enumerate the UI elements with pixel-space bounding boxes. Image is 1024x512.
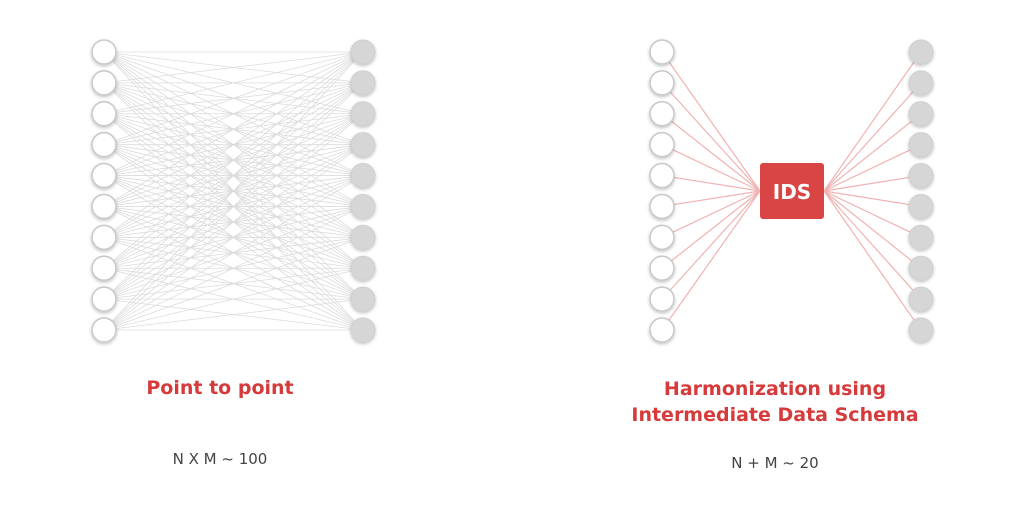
- mesh-connection-line: [103, 267, 364, 331]
- target-node: [908, 193, 934, 219]
- source-node: [649, 255, 675, 281]
- spoke-connection-line: [823, 190, 922, 208]
- point-to-point-connections: [103, 51, 364, 331]
- harmonization-title-line1: Harmonization using: [663, 378, 887, 400]
- target-node: [908, 39, 934, 65]
- spoke-connection-line: [823, 190, 922, 331]
- target-node: [350, 101, 376, 127]
- source-node: [91, 255, 117, 281]
- target-node: [908, 163, 934, 189]
- spoke-connection-line: [661, 51, 761, 192]
- spoke-connection-line: [661, 144, 761, 192]
- source-node: [91, 193, 117, 220]
- spoke-connection-line: [661, 190, 761, 300]
- spoke-connection-line: [823, 174, 922, 192]
- target-node: [350, 39, 376, 65]
- spoke-connection-line: [661, 190, 761, 238]
- source-node: [91, 39, 117, 65]
- mesh-connection-line: [103, 298, 364, 331]
- spoke-connection-line: [823, 51, 922, 192]
- mesh-connection-line: [103, 175, 364, 331]
- harmonization-formula: N + M ~ 20: [731, 454, 819, 472]
- hub-nodes: [649, 39, 934, 343]
- source-node: [91, 70, 117, 96]
- target-node: [908, 101, 934, 127]
- source-node: [649, 131, 675, 158]
- harmonization-title: Harmonization using Intermediate Data Sc…: [590, 376, 960, 428]
- target-node: [908, 70, 934, 96]
- mesh-connection-line: [103, 236, 364, 331]
- source-node: [649, 286, 675, 312]
- spoke-connection-line: [661, 190, 761, 269]
- target-node: [908, 255, 934, 281]
- spoke-connection-line: [823, 82, 922, 192]
- spoke-connection-line: [661, 174, 761, 192]
- mesh-connection-line: [103, 51, 364, 238]
- target-node: [350, 255, 376, 281]
- mesh-connection-line: [103, 144, 364, 331]
- mesh-connection-line: [103, 51, 364, 115]
- spoke-connection-line: [823, 190, 922, 269]
- source-node: [649, 317, 675, 343]
- target-node: [350, 132, 376, 158]
- ids-hub-label: IDS: [773, 180, 811, 204]
- source-node: [91, 224, 117, 251]
- source-node: [91, 131, 117, 158]
- hub-connections: [661, 51, 922, 331]
- spoke-connection-line: [661, 82, 761, 192]
- ids-hub-box: [760, 163, 824, 219]
- source-node: [649, 224, 675, 251]
- target-node: [908, 317, 934, 343]
- mesh-connection-line: [103, 51, 364, 146]
- mesh-connection-line: [103, 51, 364, 331]
- mesh-connection-line: [103, 206, 364, 331]
- mesh-connection-line: [103, 51, 364, 176]
- target-node: [350, 70, 376, 96]
- mesh-connection-line: [103, 51, 364, 207]
- spoke-connection-line: [661, 190, 761, 208]
- target-node: [350, 286, 376, 312]
- mesh-connection-line: [103, 51, 364, 300]
- spoke-connection-line: [823, 144, 922, 192]
- target-node: [908, 132, 934, 158]
- point-to-point-nodes: [91, 39, 376, 343]
- source-node: [649, 70, 675, 96]
- target-node: [908, 224, 934, 250]
- mesh-connection-line: [103, 113, 364, 331]
- source-node: [649, 101, 675, 127]
- source-node: [649, 162, 675, 189]
- source-node: [649, 193, 675, 220]
- source-node: [91, 286, 117, 312]
- source-node: [91, 101, 117, 127]
- spoke-connection-line: [661, 113, 761, 192]
- spoke-connection-line: [823, 190, 922, 300]
- point-to-point-formula: N X M ~ 100: [172, 450, 268, 468]
- source-node: [91, 317, 117, 343]
- spoke-connection-line: [823, 113, 922, 192]
- target-node: [350, 163, 376, 189]
- point-to-point-title: Point to point: [146, 377, 294, 399]
- ids-hub: IDS: [760, 163, 824, 219]
- spoke-connection-line: [823, 190, 922, 238]
- mesh-connection-line: [103, 82, 364, 331]
- target-node: [350, 317, 376, 343]
- source-node: [649, 39, 675, 65]
- target-node: [350, 224, 376, 250]
- mesh-connection-line: [103, 51, 364, 84]
- target-node: [908, 286, 934, 312]
- target-node: [350, 193, 376, 219]
- spoke-connection-line: [661, 190, 761, 331]
- source-node: [91, 162, 117, 189]
- harmonization-title-line2: Intermediate Data Schema: [631, 404, 919, 426]
- mesh-connection-line: [103, 51, 364, 269]
